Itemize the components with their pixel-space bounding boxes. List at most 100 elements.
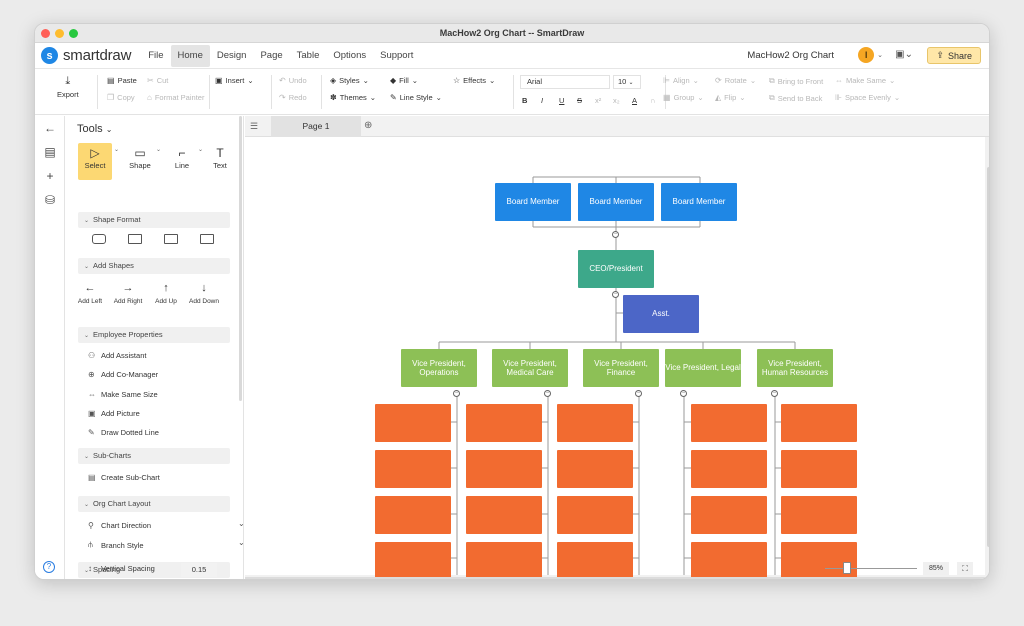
staff-box[interactable] <box>375 450 451 488</box>
board-member-box-1[interactable]: Board Member <box>495 183 571 221</box>
menu-support[interactable]: Support <box>380 49 414 61</box>
zoom-slider-handle[interactable] <box>843 562 851 574</box>
vp-medical-care-box[interactable]: Vice President, Medical Care <box>492 349 568 387</box>
user-menu[interactable]: I ⌄ <box>858 47 883 63</box>
font-family-select[interactable]: Arial <box>520 75 610 89</box>
collapse-toggle[interactable]: − <box>771 390 778 397</box>
line-style-button[interactable]: ✎Line Style⌄ <box>390 93 442 102</box>
plus-icon[interactable]: + <box>46 169 54 183</box>
vp-finance-box[interactable]: Vice President, Finance <box>583 349 659 387</box>
board-member-box-3[interactable]: Board Member <box>661 183 737 221</box>
section-org-chart-layout[interactable]: ⌄Org Chart Layout <box>78 496 230 512</box>
menu-file[interactable]: File <box>148 49 164 61</box>
paste-button[interactable]: ▤Paste <box>107 76 137 85</box>
document-name[interactable]: MacHow2 Org Chart <box>747 50 834 61</box>
share-options-icon[interactable]: ▣⌄ <box>895 49 913 60</box>
undo-button[interactable]: ↶Undo <box>279 76 307 85</box>
branch-style-item[interactable]: ⫛Branch Style <box>88 540 144 550</box>
shape-format-card-icon[interactable] <box>200 234 214 244</box>
make-same-button[interactable]: ⇔Make Same⌄ <box>835 76 896 85</box>
briefcase-icon[interactable]: ▤ <box>44 145 56 159</box>
board-member-box-2[interactable]: Board Member <box>578 183 654 221</box>
format-painter-button[interactable]: ⌂Format Painter <box>147 93 205 102</box>
section-sub-charts[interactable]: ⌄Sub-Charts <box>78 448 230 464</box>
add-page-icon[interactable]: ⊕ <box>364 120 373 131</box>
cut-button[interactable]: ✂Cut <box>147 76 169 85</box>
rotate-button[interactable]: ⟳Rotate⌄ <box>715 76 757 85</box>
make-same-size-item[interactable]: ⇔Make Same Size <box>88 390 158 399</box>
collapse-toggle[interactable]: − <box>680 390 687 397</box>
draw-dotted-line-item[interactable]: ✎Draw Dotted Line <box>88 428 159 437</box>
chevron-down-icon[interactable]: ⌄ <box>198 147 204 153</box>
group-button[interactable]: ▦Group⌄ <box>663 93 704 102</box>
collapse-toggle[interactable]: − <box>612 291 619 298</box>
staff-box[interactable] <box>781 496 857 534</box>
shape-tool[interactable]: ▭Shape <box>123 143 157 180</box>
fill-button[interactable]: ◆Fill⌄ <box>390 76 419 85</box>
strikethrough-button[interactable]: S <box>577 96 583 105</box>
styles-button[interactable]: ◈Styles⌄ <box>330 76 369 85</box>
insert-button[interactable]: ▣Insert⌄ <box>215 76 254 85</box>
superscript-button[interactable]: x² <box>595 96 602 105</box>
align-button[interactable]: ⊫Align⌄ <box>663 76 699 85</box>
menu-options[interactable]: Options <box>333 49 367 61</box>
staff-box[interactable] <box>691 404 767 442</box>
shape-format-split-icon[interactable] <box>128 234 142 244</box>
shape-format-rounded-icon[interactable] <box>92 234 106 244</box>
staff-box[interactable] <box>557 450 633 488</box>
text-color-button[interactable]: A <box>632 96 638 105</box>
space-evenly-button[interactable]: ⊪Space Evenly⌄ <box>835 93 901 102</box>
close-window-button[interactable] <box>41 29 50 38</box>
chevron-down-icon[interactable]: ⌄ <box>114 147 120 153</box>
subscript-button[interactable]: x₂ <box>613 96 620 105</box>
collapse-toggle[interactable]: − <box>453 390 460 397</box>
assistant-box[interactable]: Asst. <box>623 295 699 333</box>
text-path-button[interactable]: ∩ <box>650 96 656 105</box>
help-icon[interactable]: ? <box>43 561 55 573</box>
redo-button[interactable]: ↷Redo <box>279 93 307 102</box>
effects-button[interactable]: ☆Effects⌄ <box>453 76 496 85</box>
section-employee-properties[interactable]: ⌄Employee Properties <box>78 327 230 343</box>
staff-box[interactable] <box>466 496 542 534</box>
vp-human-resources-box[interactable]: Vice President, Human Resources <box>757 349 833 387</box>
staff-box[interactable] <box>557 496 633 534</box>
font-size-select[interactable]: 10 ⌄ <box>613 75 641 89</box>
line-tool[interactable]: ⌐Line <box>165 143 199 180</box>
underline-button[interactable]: U <box>559 96 565 105</box>
staff-box[interactable] <box>781 404 857 442</box>
bring-to-front-button[interactable]: ⧉Bring to Front <box>769 76 824 86</box>
tools-panel-title[interactable]: Tools ⌄ <box>77 123 113 135</box>
menu-table[interactable]: Table <box>296 49 320 61</box>
panel-scrollbar[interactable] <box>239 116 242 401</box>
staff-box[interactable] <box>375 496 451 534</box>
send-to-back-button[interactable]: ⧉Send to Back <box>769 93 823 103</box>
chevron-down-icon[interactable]: ⌄ <box>238 519 243 528</box>
collapse-toggle[interactable]: − <box>544 390 551 397</box>
ceo-president-box[interactable]: CEO/President <box>578 250 654 288</box>
drawing-canvas[interactable]: Board Member Board Member Board Member −… <box>245 137 985 579</box>
staff-box[interactable] <box>557 542 633 579</box>
staff-box[interactable] <box>375 404 451 442</box>
canvas-area[interactable]: Board Member Board Member Board Member −… <box>245 137 989 579</box>
collapse-toggle[interactable]: − <box>635 390 642 397</box>
chart-direction-item[interactable]: ⚲Chart Direction <box>88 521 152 530</box>
staff-box[interactable] <box>557 404 633 442</box>
staff-box[interactable] <box>375 542 451 579</box>
menu-page[interactable]: Page <box>260 49 283 61</box>
select-tool[interactable]: ▷Select <box>78 143 112 180</box>
chevron-down-icon[interactable]: ⌄ <box>156 147 162 153</box>
add-co-manager-item[interactable]: ⊕Add Co-Manager <box>88 370 159 379</box>
staff-box[interactable] <box>691 450 767 488</box>
section-add-shapes[interactable]: ⌄Add Shapes <box>78 258 230 274</box>
staff-box[interactable] <box>466 450 542 488</box>
staff-box[interactable] <box>691 496 767 534</box>
staff-box[interactable] <box>781 542 857 579</box>
menu-home[interactable]: Home <box>170 44 210 67</box>
avatar[interactable]: I <box>858 47 875 63</box>
horizontal-scrollbar[interactable] <box>245 577 985 579</box>
add-down-button[interactable]: ↓Add Down <box>186 282 222 305</box>
bold-button[interactable]: B <box>522 96 528 105</box>
export-button[interactable]: ⤓ Export <box>57 75 79 99</box>
minimize-window-button[interactable] <box>55 29 64 38</box>
share-button[interactable]: ⇪ Share <box>927 47 981 64</box>
